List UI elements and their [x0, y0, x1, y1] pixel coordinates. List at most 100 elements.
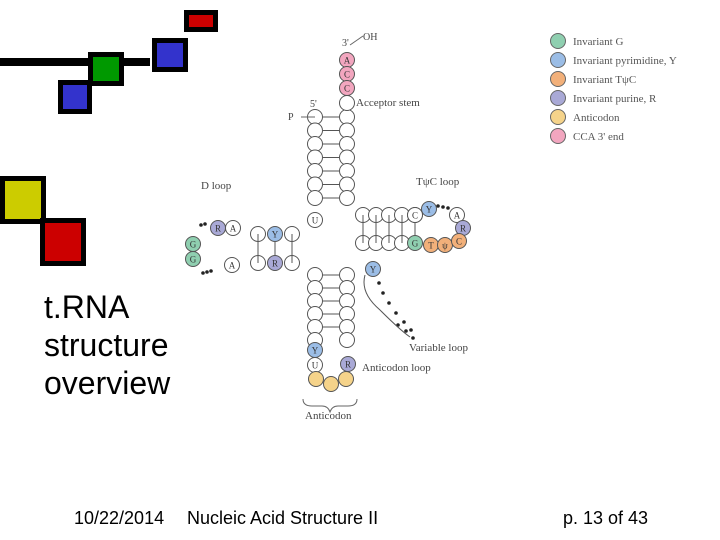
cca-nucleotide: C [339, 80, 355, 96]
loop-dot [404, 329, 408, 333]
svg-text:Y: Y [426, 205, 433, 215]
legend-label: Invariant pyrimidine, Y [573, 55, 677, 67]
slide-title: t.RNA structure overview [44, 289, 171, 401]
junction-nucleotide-u: U [307, 212, 323, 228]
loop-dot [387, 301, 391, 305]
loop-dot [411, 336, 415, 340]
svg-text:C: C [456, 237, 462, 247]
anticodon-loop-label: Anticodon loop [362, 362, 431, 374]
d-loop-nucleotide-r: R [210, 220, 226, 236]
legend-label: Invariant TψC [573, 74, 636, 86]
legend-item: Invariant TψC [550, 71, 636, 87]
acceptor-nucleotide-3prime [339, 122, 355, 139]
anticodon-nucleotide [323, 376, 339, 392]
acceptor-nucleotide-3prime [339, 163, 355, 179]
tpsic-nucleotide-t: T [423, 237, 439, 253]
legend-swatch [550, 71, 566, 87]
oh-label: OH [363, 32, 377, 43]
variable-nucleotide-y: Y [365, 261, 381, 277]
loop-dot [441, 205, 445, 209]
d-loop-nucleotide-g: G [185, 236, 201, 252]
acceptor-nucleotide-5prime [307, 190, 323, 206]
svg-text:G: G [190, 240, 197, 250]
decor-square-blue [152, 38, 188, 72]
tpsic-loop-label: TψC loop [416, 176, 460, 188]
svg-text:A: A [454, 211, 461, 221]
tpsic-nucleotide-c: C [451, 233, 467, 249]
base-pair-lines [257, 116, 416, 338]
anticodon-loop-nucleotide-u: U [307, 357, 323, 373]
legend-item: Invariant purine, R [550, 90, 657, 106]
svg-text:A: A [229, 261, 236, 271]
acceptor-stem-label: Acceptor stem [356, 97, 420, 109]
anticodon-loop-nucleotide-r: R [340, 356, 356, 372]
decor-bar-top [0, 58, 150, 66]
p-label: P [288, 112, 294, 123]
svg-text:Y: Y [370, 265, 377, 275]
d-arm-nucleotide-y: Y [267, 226, 283, 242]
footer-page-number: p. 13 of 43 [563, 508, 649, 528]
svg-text:U: U [312, 216, 319, 226]
legend-swatch [550, 52, 566, 68]
anticodon-nucleotide [308, 371, 324, 387]
acceptor-nucleotide-3prime [339, 176, 355, 193]
svg-text:Y: Y [272, 230, 279, 240]
loop-dot [402, 320, 406, 324]
svg-text:A: A [344, 56, 351, 66]
svg-text:C: C [344, 84, 350, 94]
variable-loop-backbone [363, 274, 411, 338]
legend-label: Invariant purine, R [573, 93, 657, 105]
decor-square-red-small [184, 10, 218, 32]
legend-item: CCA 3' end [550, 128, 624, 144]
svg-text:G: G [412, 239, 419, 249]
legend-swatch [550, 90, 566, 106]
cca-nucleotide: A [339, 52, 355, 68]
svg-text:G: G [190, 255, 197, 265]
loop-dot [377, 281, 381, 285]
d-arm-nucleotide-r: R [267, 255, 283, 271]
loop-dot [409, 328, 413, 332]
anticodon-stem-nucleotide [339, 332, 355, 348]
d-loop-nucleotide-g: G [185, 251, 201, 267]
legend-swatch [550, 109, 566, 125]
svg-text:R: R [272, 259, 278, 269]
svg-text:Y: Y [312, 346, 319, 356]
nucleotide-chain [199, 95, 450, 348]
legend-item: Anticodon [550, 109, 620, 125]
five-prime-label: 5' [310, 99, 317, 110]
loop-dot [436, 204, 440, 208]
acceptor-nucleotide-5prime [307, 163, 323, 179]
acceptor-nucleotide-3prime [339, 136, 355, 152]
anticodon-brace [302, 398, 358, 414]
acceptor-nucleotide-5prime [307, 176, 323, 193]
variable-loop-label: Variable loop [409, 342, 468, 354]
legend-label: Anticodon [573, 112, 620, 124]
decor-square-green [88, 52, 124, 86]
anticodon-label: Anticodon [305, 410, 352, 422]
svg-text:T: T [428, 241, 434, 251]
footer-title: Nucleic Acid Structure II [187, 508, 379, 528]
acceptor-nucleotide-5prime [307, 136, 323, 152]
legend-label: CCA 3' end [573, 131, 624, 143]
legend-item: Invariant pyrimidine, Y [550, 52, 677, 68]
loop-dot [201, 271, 205, 275]
d-loop-label: D loop [201, 180, 232, 192]
decor-square-yellow [0, 176, 46, 224]
t-loop-nucleotide-a: A [449, 207, 465, 223]
loop-dot [446, 206, 450, 210]
acceptor-nucleotide-3prime [339, 149, 355, 166]
loop-dot [205, 270, 209, 274]
acceptor-nucleotide-3prime [339, 109, 355, 125]
decor-square-blue-2 [58, 80, 92, 114]
loop-dot [381, 291, 385, 295]
acceptor-nucleotide-5prime [307, 122, 323, 139]
cca-nucleotide: C [339, 66, 355, 82]
discriminator-nucleotide [339, 95, 355, 111]
d-loop-nucleotide-a: A [224, 257, 240, 273]
footer-date: 10/22/2014 [74, 508, 165, 528]
decor-square-red [40, 218, 86, 266]
acceptor-nucleotide-5prime [307, 149, 323, 166]
svg-text:U: U [312, 361, 319, 371]
